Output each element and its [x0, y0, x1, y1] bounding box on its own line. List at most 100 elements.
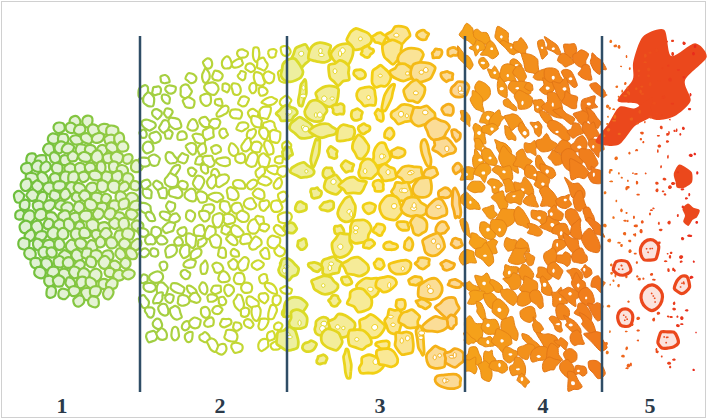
gland [555, 131, 558, 133]
gland [638, 110, 641, 114]
gland [623, 95, 627, 97]
gland [380, 154, 384, 159]
gland [361, 46, 374, 57]
gland [165, 294, 174, 303]
gland [258, 339, 268, 351]
gland [498, 363, 501, 367]
gland [388, 282, 391, 288]
gland [428, 289, 434, 294]
gland [620, 244, 623, 247]
grade-label-holder: 4 [523, 395, 563, 417]
gland [193, 176, 205, 190]
gland [165, 245, 177, 258]
gland [556, 252, 571, 267]
gland [89, 171, 102, 181]
gland [489, 360, 508, 373]
gland [122, 269, 134, 279]
gland [259, 293, 269, 303]
gland [655, 49, 659, 53]
gland [641, 285, 662, 311]
gland [673, 130, 675, 132]
gland [585, 296, 587, 299]
gland [246, 152, 258, 166]
gland [480, 41, 498, 59]
gland [479, 57, 489, 69]
gland [106, 237, 117, 248]
gland [458, 91, 464, 94]
gland [78, 152, 91, 162]
gland [395, 332, 413, 355]
gland [237, 211, 249, 222]
gland [203, 127, 214, 140]
gland [676, 324, 680, 327]
gland [497, 308, 501, 312]
gland [649, 82, 652, 86]
gland [694, 45, 697, 47]
gland [672, 359, 676, 361]
gland [477, 131, 481, 135]
gland [394, 33, 399, 37]
gland [577, 370, 580, 372]
gland [187, 119, 198, 130]
gland [627, 301, 630, 303]
gland [341, 161, 354, 173]
gland [251, 306, 260, 321]
gland [236, 122, 248, 131]
gland [271, 200, 283, 211]
gland [652, 318, 655, 322]
gland [626, 55, 628, 58]
gland [512, 195, 515, 197]
gland [145, 307, 155, 317]
gland [402, 188, 408, 192]
gland [618, 309, 633, 327]
gland [670, 252, 673, 254]
gland [165, 173, 178, 187]
gland [258, 319, 268, 330]
gland [593, 173, 595, 177]
gland [260, 248, 269, 259]
gland [96, 237, 105, 248]
gland [238, 71, 246, 80]
gland [655, 189, 658, 193]
gland [444, 349, 463, 368]
gland [143, 283, 155, 292]
gland [625, 367, 628, 369]
gland [667, 65, 670, 67]
gland [654, 297, 656, 299]
gland [629, 67, 631, 70]
gland [219, 297, 227, 305]
gland [216, 174, 229, 187]
gland [503, 98, 517, 110]
gland [174, 237, 183, 245]
gland [651, 248, 653, 250]
gland [481, 172, 485, 175]
gland [207, 294, 217, 301]
gland [228, 259, 238, 270]
gland [524, 253, 534, 266]
gland [302, 85, 305, 90]
gland [674, 164, 693, 188]
gland [327, 146, 337, 158]
gland [654, 301, 656, 303]
gland [423, 233, 445, 256]
gland [92, 133, 104, 143]
gland [433, 138, 456, 157]
gland [693, 153, 696, 156]
gland [662, 190, 665, 192]
gland [503, 273, 521, 290]
gland [55, 239, 65, 250]
grade-label-holder: 5 [630, 395, 670, 417]
gland [238, 257, 249, 270]
gland [588, 166, 602, 184]
gland [359, 37, 363, 41]
gland [52, 163, 63, 174]
gland [502, 170, 505, 173]
gland [625, 316, 627, 318]
gland [680, 286, 682, 288]
gland [274, 322, 282, 330]
gland [636, 317, 640, 320]
gland [442, 104, 454, 115]
gland [75, 238, 86, 248]
gland [672, 308, 676, 311]
gland [662, 67, 664, 69]
